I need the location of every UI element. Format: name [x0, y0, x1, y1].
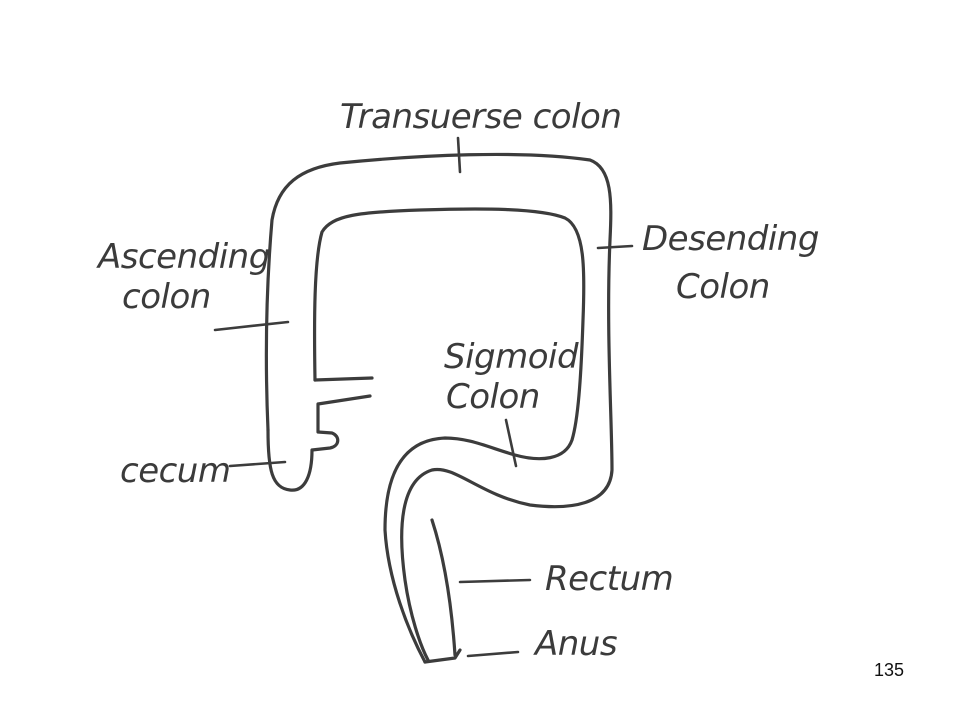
- leader-ascending: [213, 320, 290, 332]
- leader-anus: [466, 650, 520, 658]
- leader-transverse: [456, 136, 462, 174]
- leader-descending: [596, 244, 634, 250]
- cecum-pouch: [266, 394, 372, 492]
- colon-outer-wall: [264, 152, 614, 662]
- rectum-wall: [430, 518, 457, 657]
- label-anus: Anus: [533, 624, 617, 664]
- anus-opening: [423, 648, 462, 664]
- page-number: 135: [873, 660, 904, 680]
- label-sigmoid-line1: Sigmoid: [444, 337, 579, 377]
- label-rectum: Rectum: [545, 559, 673, 599]
- label-ascending-line2: colon: [122, 277, 211, 317]
- label-ascending-line1: Ascending: [96, 237, 270, 277]
- leader-sigmoid: [504, 418, 518, 468]
- label-sigmoid-line2: Colon: [446, 377, 540, 417]
- leader-rectum: [458, 578, 532, 584]
- leader-cecum: [228, 460, 287, 468]
- label-cecum: cecum: [120, 451, 230, 491]
- colon-inner-wall: [312, 207, 586, 664]
- label-descending-line1: Desending: [642, 219, 819, 259]
- ileocecal-junction: [313, 376, 374, 382]
- label-transverse-colon: Transuerse colon: [340, 97, 621, 137]
- label-descending-line2: Colon: [676, 267, 770, 307]
